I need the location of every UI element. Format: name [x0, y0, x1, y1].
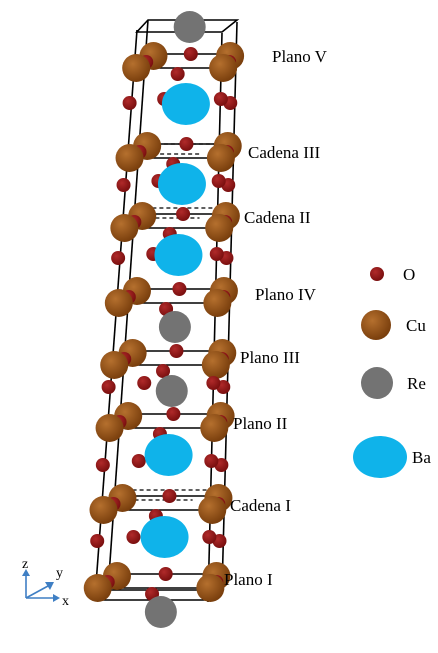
oxygen-atom [206, 376, 221, 390]
oxygen-atom [111, 251, 126, 265]
x-arrowhead [53, 594, 60, 602]
oxygen-atom [172, 282, 187, 296]
copper-atom [209, 54, 238, 82]
oxygen-atom [209, 247, 224, 261]
oxygen-atom [101, 380, 116, 394]
label-plano-i: Plano I [224, 570, 273, 589]
oxygen-atom [158, 567, 173, 581]
oxygen-atom [170, 67, 185, 81]
copper-atom [206, 144, 235, 172]
copper-atom [200, 414, 229, 442]
copper-atom [198, 496, 227, 524]
label-plano-iv: Plano IV [255, 285, 317, 304]
label-cadena-i: Cadena I [230, 496, 291, 515]
copper-atom [205, 214, 234, 242]
barium-atom [144, 434, 193, 476]
oxygen-atom [95, 458, 110, 472]
legend-rhenium-label: Re [407, 374, 426, 393]
rhenium-atom [158, 311, 191, 343]
legend-rhenium-marker [361, 367, 393, 399]
oxygen-atom [179, 137, 194, 151]
oxygen-atom [131, 454, 146, 468]
oxygen-atom [213, 92, 228, 106]
y-axis-label: y [56, 566, 63, 581]
legend-barium-marker [353, 436, 407, 478]
x-axis-label: x [62, 594, 69, 609]
copper-atom [201, 351, 230, 379]
rhenium-atom [173, 11, 206, 43]
y-axis-arrow [25, 585, 49, 599]
rhenium-atom [155, 375, 188, 407]
copper-atom [122, 54, 151, 82]
label-cadena-iii: Cadena III [248, 143, 321, 162]
rhenium-atom [144, 596, 177, 628]
barium-atom [161, 83, 210, 125]
y-arrowhead [45, 582, 54, 590]
atoms [83, 11, 245, 628]
legend-barium-label: Ba [412, 448, 431, 467]
oxygen-atom [126, 530, 141, 544]
legend-oxygen-label: O [403, 265, 415, 284]
copper-atom [104, 289, 133, 317]
oxygen-atom [156, 364, 171, 378]
label-plano-v: Plano V [272, 47, 328, 66]
oxygen-atom [176, 207, 191, 221]
oxygen-atom [204, 454, 219, 468]
z-axis-label: z [22, 557, 28, 572]
oxygen-atom [169, 344, 184, 358]
legend: O Cu Re Ba [353, 265, 431, 478]
oxygen-atom [211, 174, 226, 188]
copper-atom [100, 351, 129, 379]
copper-atom [89, 496, 118, 524]
label-cadena-ii: Cadena II [244, 208, 311, 227]
oxygen-atom [122, 96, 137, 110]
oxygen-atom [137, 376, 152, 390]
copper-atom [196, 574, 225, 602]
copper-atom [203, 289, 232, 317]
legend-copper-label: Cu [406, 316, 426, 335]
legend-oxygen-marker [370, 267, 384, 281]
oxygen-atom [183, 47, 198, 61]
axis-triad [22, 569, 60, 602]
oxygen-atom [166, 407, 181, 421]
copper-atom [83, 574, 112, 602]
legend-copper-marker [361, 310, 391, 340]
label-plano-ii: Plano II [233, 414, 288, 433]
copper-atom [110, 214, 139, 242]
barium-atom [140, 516, 189, 558]
oxygen-atom [116, 178, 131, 192]
oxygen-atom [202, 530, 217, 544]
oxygen-atom [162, 489, 177, 503]
copper-atom [95, 414, 124, 442]
copper-atom [115, 144, 144, 172]
oxygen-atom [90, 534, 105, 548]
barium-atom [157, 163, 206, 205]
z-arrowhead [22, 569, 30, 576]
barium-atom [154, 234, 203, 276]
label-plano-iii: Plano III [240, 348, 300, 367]
